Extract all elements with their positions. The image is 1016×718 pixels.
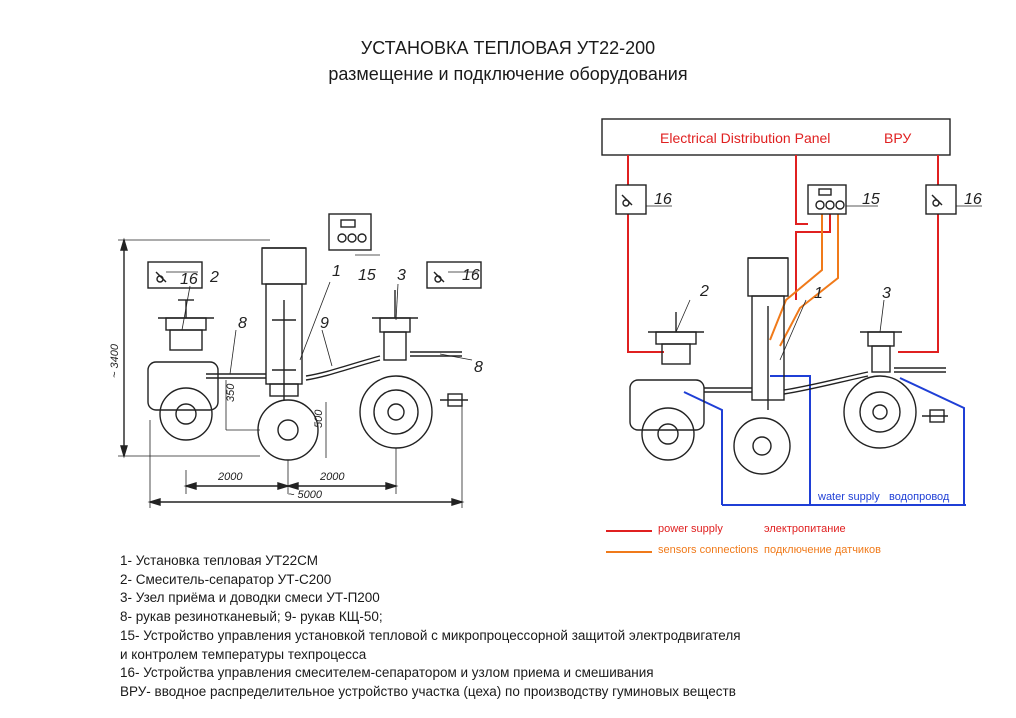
- control-box-16-r-right: [925, 184, 957, 215]
- dim-500: 500: [313, 409, 325, 428]
- r-unit-1-tank: [747, 257, 789, 297]
- callout-left-16b: 16: [462, 267, 480, 284]
- control-box-15: [328, 213, 372, 251]
- legend-item: 8- рукав резинотканевый; 9- рукав КЩ-50;: [120, 609, 383, 625]
- dim-total: ~ 5000: [288, 489, 323, 501]
- sensor-label-en: sensors connections: [658, 544, 759, 556]
- callout-left-1: 1: [332, 263, 341, 280]
- callout-left-3: 3: [397, 267, 406, 284]
- callout-left-9: 9: [320, 315, 329, 332]
- receiver-3-wheel: [359, 375, 433, 449]
- pump-left-wheel: [159, 387, 213, 441]
- r-pump-left: [629, 379, 705, 431]
- power-swatch: [606, 530, 652, 532]
- legend-item: и контролем температуры техпроцесса: [120, 646, 367, 662]
- power-supply-lines: [627, 155, 939, 353]
- pump-left: [147, 361, 219, 411]
- water-label-en: water supply: [817, 491, 880, 503]
- sensor-label-ru: подключение датчиков: [764, 544, 881, 556]
- callout-right-3: 3: [882, 285, 891, 302]
- left-callouts: 16 2 1 15 3 16 8 9 8: [180, 263, 483, 376]
- sensor-lines: [769, 214, 839, 347]
- r-unit-1-wheel: [733, 417, 791, 475]
- r-receiver-3-wheel: [843, 375, 917, 449]
- callout-left-15: 15: [358, 267, 376, 284]
- receiver-3-top: [379, 317, 411, 333]
- r-pump-left-wheel: [641, 407, 695, 461]
- legend-item: 15- Устройство управления установкой теп…: [120, 627, 741, 643]
- dim-350: 350: [225, 383, 237, 402]
- callout-left-8a: 8: [238, 315, 247, 332]
- right-callouts: 16 15 16 2 1 3: [654, 191, 982, 302]
- legend-list: 1- Установка тепловая УТ22СМ 2- Смесител…: [120, 552, 741, 702]
- callout-right-16b: 16: [964, 191, 982, 208]
- callout-left-16a: 16: [180, 271, 198, 288]
- legend-item: 1- Установка тепловая УТ22СМ: [120, 553, 318, 568]
- dim-2000-right: 2000: [319, 471, 345, 483]
- separator-2-top: [165, 317, 207, 331]
- control-box-16-right: [426, 261, 482, 289]
- right-drawing: Electrical Distribution Panel ВРУ water …: [601, 118, 982, 506]
- callout-right-2: 2: [699, 283, 709, 300]
- unit-1-tank: [261, 247, 307, 285]
- legend-item: 16- Устройства управления смесителем-сеп…: [120, 665, 654, 681]
- distribution-panel: [601, 118, 951, 156]
- callout-right-16a: 16: [654, 191, 672, 208]
- legend-item: ВРУ- вводное распределительное устройств…: [120, 683, 736, 699]
- left-drawing: [118, 213, 482, 508]
- legend-item: 3- Узел приёма и доводки смеси УТ-П200: [120, 590, 380, 606]
- power-label-en: power supply: [658, 523, 723, 535]
- hose-9: [305, 355, 381, 377]
- dim-height: ~ 3400: [109, 343, 121, 378]
- power-label-ru: электропитание: [764, 523, 846, 535]
- left-dimensions: ~ 3400 350 500 2000 2000 ~ 5000: [109, 343, 345, 501]
- r-receiver-3: [867, 331, 895, 347]
- control-box-16-r-left: [615, 184, 647, 215]
- unit-1-wheel: [257, 399, 319, 461]
- callout-left-2: 2: [209, 269, 219, 286]
- dim-2000-left: 2000: [217, 471, 243, 483]
- control-box-16-left: [147, 261, 203, 289]
- control-box-15-r: [807, 184, 847, 215]
- page-title: УСТАНОВКА ТЕПЛОВАЯ УТ22-200: [360, 38, 656, 58]
- callout-right-1: 1: [814, 285, 823, 302]
- legend-item: 2- Смеситель-сепаратор УТ-С200: [120, 571, 332, 587]
- sensor-swatch: [606, 551, 652, 553]
- panel-label-ru: ВРУ: [884, 130, 911, 146]
- callout-left-8b: 8: [474, 359, 483, 376]
- r-separator-2: [655, 331, 697, 345]
- page-subtitle: размещение и подключение оборудования: [328, 64, 688, 84]
- callout-right-15: 15: [862, 191, 880, 208]
- water-label-ru: водопровод: [889, 491, 950, 503]
- panel-label-en: Electrical Distribution Panel: [660, 130, 830, 146]
- water-supply-lines: [683, 375, 966, 506]
